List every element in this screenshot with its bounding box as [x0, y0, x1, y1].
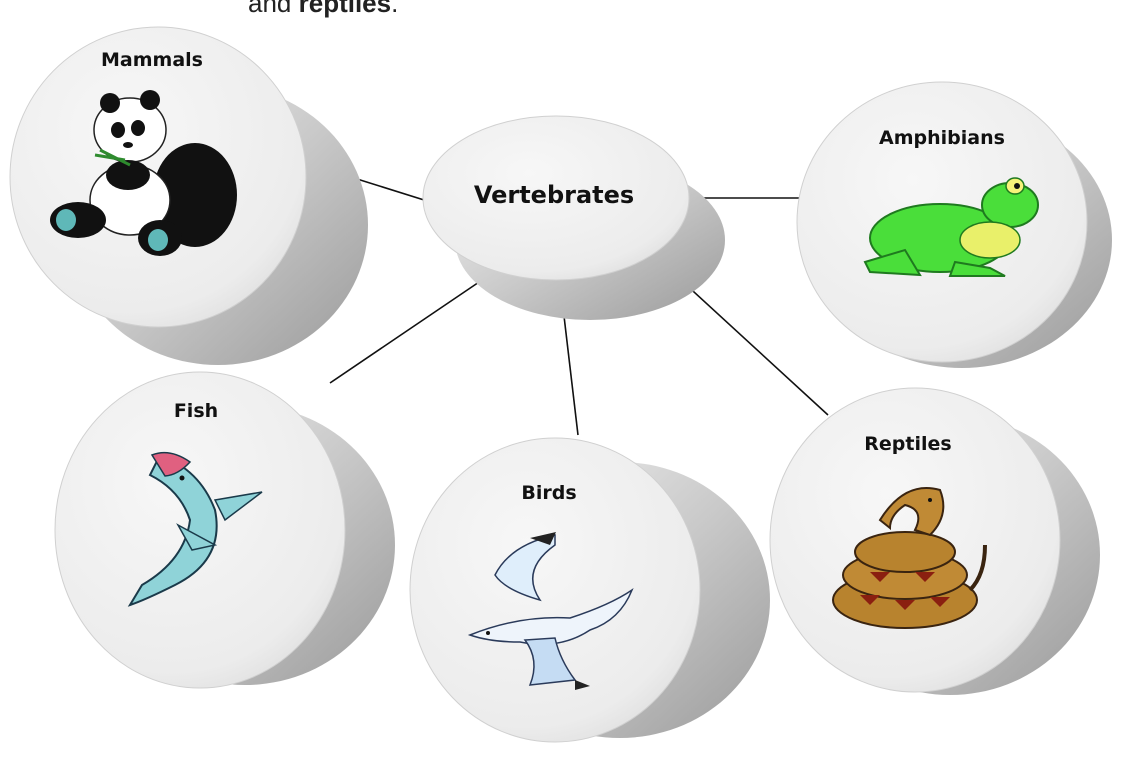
disc-mammals: Mammals — [10, 27, 368, 365]
label-fish: Fish — [174, 400, 218, 422]
label-mammals: Mammals — [101, 49, 203, 71]
disc-fish: Fish — [55, 372, 395, 688]
connector-fish — [330, 278, 485, 383]
label-birds: Birds — [521, 482, 576, 504]
label-reptiles: Reptiles — [864, 433, 951, 455]
disc-birds: Birds — [410, 438, 770, 742]
disc-reptiles: Reptiles — [770, 388, 1100, 695]
disc-amphibians: Amphibians — [797, 82, 1112, 368]
label-amphibians: Amphibians — [879, 127, 1005, 149]
label-vertebrates: Vertebrates — [474, 181, 634, 209]
